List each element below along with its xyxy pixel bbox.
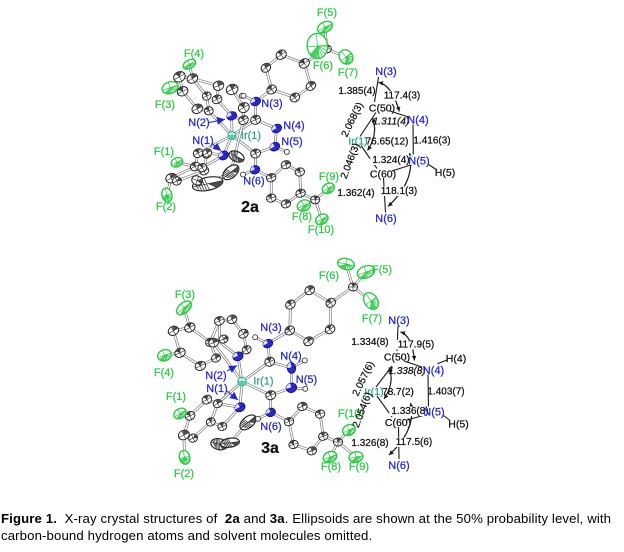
svg-text:N(5): N(5) xyxy=(408,156,429,168)
svg-text:1.324(4): 1.324(4) xyxy=(372,155,409,166)
svg-text:N(3): N(3) xyxy=(375,66,396,78)
svg-text:N(2): N(2) xyxy=(205,370,226,382)
svg-text:F(4): F(4) xyxy=(184,48,204,60)
svg-text:N(1): N(1) xyxy=(192,135,213,147)
svg-text:F(9): F(9) xyxy=(319,171,339,183)
svg-text:118.1(3): 118.1(3) xyxy=(381,186,418,197)
svg-text:N(5): N(5) xyxy=(296,374,317,386)
svg-text:N(6): N(6) xyxy=(243,175,264,187)
svg-text:F(5): F(5) xyxy=(317,7,337,19)
svg-text:H(4): H(4) xyxy=(446,353,466,365)
svg-text:N(6): N(6) xyxy=(388,460,409,472)
svg-text:78.7(2): 78.7(2) xyxy=(382,387,414,398)
svg-text:N(4): N(4) xyxy=(423,365,444,377)
svg-text:117.9(5): 117.9(5) xyxy=(398,340,435,351)
svg-text:2a: 2a xyxy=(241,199,259,216)
svg-text:1.403(7): 1.403(7) xyxy=(427,387,464,398)
svg-text:N(6): N(6) xyxy=(375,213,396,225)
svg-text:76.65(12): 76.65(12) xyxy=(366,137,409,148)
svg-text:F(4): F(4) xyxy=(154,367,174,379)
svg-text:C(60): C(60) xyxy=(385,417,411,429)
svg-text:1.326(8): 1.326(8) xyxy=(351,438,388,449)
svg-text:F(3): F(3) xyxy=(175,289,195,301)
svg-text:N(5): N(5) xyxy=(281,136,302,148)
svg-text:H(5): H(5) xyxy=(448,419,468,431)
svg-text:F(7): F(7) xyxy=(362,313,382,325)
svg-text:Ir(1): Ir(1) xyxy=(253,376,273,388)
svg-text:N(6): N(6) xyxy=(260,421,281,433)
svg-text:N(5): N(5) xyxy=(423,407,444,419)
svg-text:117.4(3): 117.4(3) xyxy=(384,91,421,102)
svg-text:N(4): N(4) xyxy=(283,120,304,132)
svg-text:1.385(4): 1.385(4) xyxy=(338,86,375,97)
svg-text:1.336(8): 1.336(8) xyxy=(391,406,428,417)
svg-text:1.362(4): 1.362(4) xyxy=(337,188,374,199)
svg-text:F(2): F(2) xyxy=(174,468,194,480)
svg-text:N(3): N(3) xyxy=(261,98,282,110)
svg-text:H(5): H(5) xyxy=(435,167,455,179)
svg-text:1.416(3): 1.416(3) xyxy=(413,136,450,147)
svg-text:F(10): F(10) xyxy=(308,224,334,236)
svg-text:1.311(4): 1.311(4) xyxy=(373,117,410,128)
svg-text:1.334(8): 1.334(8) xyxy=(351,337,388,348)
svg-text:C(50): C(50) xyxy=(384,352,410,364)
svg-text:F(1): F(1) xyxy=(154,146,174,158)
svg-text:117.5(6): 117.5(6) xyxy=(396,437,433,448)
svg-text:F(10): F(10) xyxy=(338,408,364,420)
svg-text:N(3): N(3) xyxy=(260,322,281,334)
svg-text:N(2): N(2) xyxy=(188,117,209,129)
svg-text:F(5): F(5) xyxy=(372,264,392,276)
svg-text:N(4): N(4) xyxy=(407,115,428,127)
svg-text:F(3): F(3) xyxy=(155,99,175,111)
svg-text:C(60): C(60) xyxy=(370,169,396,181)
svg-text:N(1): N(1) xyxy=(206,383,227,395)
svg-text:C(50): C(50) xyxy=(369,103,395,115)
svg-text:F(1): F(1) xyxy=(166,391,186,403)
svg-text:N(3): N(3) xyxy=(388,315,409,327)
svg-text:Ir(1): Ir(1) xyxy=(348,136,367,148)
svg-text:F(8): F(8) xyxy=(321,461,341,473)
svg-text:F(8): F(8) xyxy=(292,211,312,223)
svg-text:N(4): N(4) xyxy=(280,351,301,363)
svg-text:F(6): F(6) xyxy=(313,60,333,72)
svg-text:F(9): F(9) xyxy=(349,461,369,473)
svg-text:Ir(1): Ir(1) xyxy=(364,386,383,398)
svg-text:F(6): F(6) xyxy=(319,270,339,282)
svg-text:Ir(1): Ir(1) xyxy=(241,130,261,142)
svg-text:F(7): F(7) xyxy=(338,67,358,79)
svg-text:1.338(8): 1.338(8) xyxy=(388,366,425,377)
svg-text:3a: 3a xyxy=(261,440,279,457)
svg-text:F(2): F(2) xyxy=(156,201,176,213)
